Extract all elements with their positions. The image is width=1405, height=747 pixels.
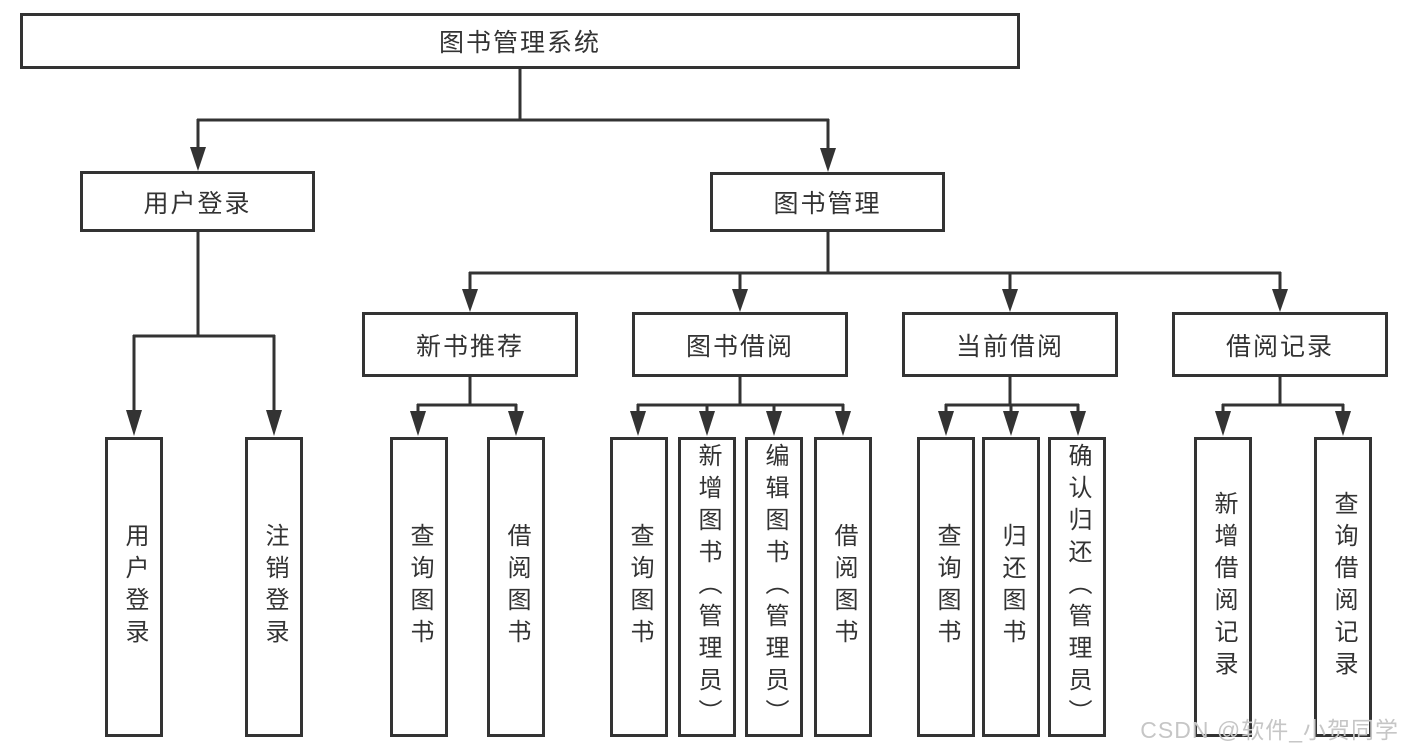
leaf-borrow-books-1: 借阅图书	[487, 437, 545, 737]
leaf-add-borrow-record: 新增借阅记录	[1194, 437, 1252, 737]
leaf-query-books-3: 查询图书	[917, 437, 975, 737]
leaf-label: 查询图书	[626, 523, 653, 651]
leaf-label: 编辑图书（管理员）	[761, 443, 788, 731]
leaf-label: 新增借阅记录	[1210, 491, 1237, 683]
user-login-connectors	[126, 232, 282, 436]
node-borrow-records: 借阅记录	[1172, 312, 1388, 377]
leaf-label: 用户登录	[121, 523, 148, 651]
leaf-label: 借阅图书	[503, 523, 530, 651]
node-book-borrowing: 图书借阅	[632, 312, 848, 377]
leaf-label: 查询图书	[933, 523, 960, 651]
leaf-user-login: 用户登录	[105, 437, 163, 737]
node-user-login: 用户登录	[80, 171, 315, 232]
leaf-query-books-1: 查询图书	[390, 437, 448, 737]
leaf-label: 查询借阅记录	[1330, 491, 1357, 683]
leaf-label: 查询图书	[406, 523, 433, 651]
leaf-label: 注销登录	[261, 523, 288, 651]
node-new-book-recommend: 新书推荐	[362, 312, 578, 377]
leaf-connectors	[410, 377, 1351, 436]
leaf-edit-books-admin: 编辑图书（管理员）	[745, 437, 803, 737]
root-connectors	[190, 69, 836, 172]
leaf-confirm-return-admin: 确认归还（管理员）	[1048, 437, 1106, 737]
node-book-management: 图书管理	[710, 172, 945, 232]
leaf-borrow-books-2: 借阅图书	[814, 437, 872, 737]
leaf-query-borrow-record: 查询借阅记录	[1314, 437, 1372, 737]
leaf-label: 归还图书	[998, 523, 1025, 651]
node-root: 图书管理系统	[20, 13, 1020, 69]
leaf-label: 借阅图书	[830, 523, 857, 651]
node-current-borrowing: 当前借阅	[902, 312, 1118, 377]
leaf-label: 确认归还（管理员）	[1064, 443, 1091, 731]
leaf-query-books-2: 查询图书	[610, 437, 668, 737]
csdn-watermark: CSDN @软件_小贺同学	[1140, 717, 1399, 743]
leaf-label: 新增图书（管理员）	[694, 443, 721, 731]
leaf-add-books-admin: 新增图书（管理员）	[678, 437, 736, 737]
leaf-logout: 注销登录	[245, 437, 303, 737]
book-management-connectors	[462, 232, 1288, 312]
leaf-return-books: 归还图书	[982, 437, 1040, 737]
